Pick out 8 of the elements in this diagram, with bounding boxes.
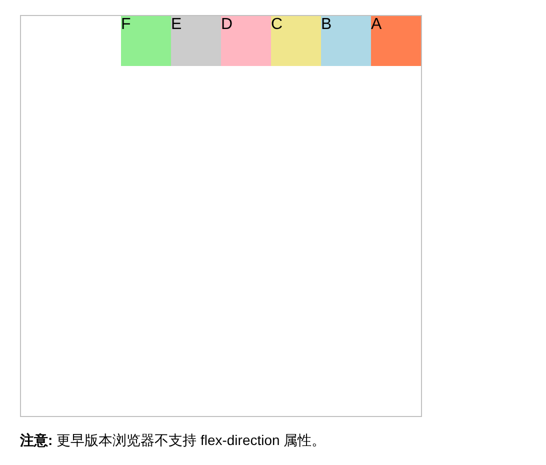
- flex-item: D: [221, 16, 271, 66]
- flex-item: E: [171, 16, 221, 66]
- flex-item: C: [271, 16, 321, 66]
- flex-container: [20, 15, 422, 417]
- flex-item: A: [371, 16, 421, 66]
- flex-item: F: [121, 16, 171, 66]
- note-text: 注意: 更早版本浏览器不支持 flex-direction 属性。: [20, 432, 326, 450]
- flex-item: B: [321, 16, 371, 66]
